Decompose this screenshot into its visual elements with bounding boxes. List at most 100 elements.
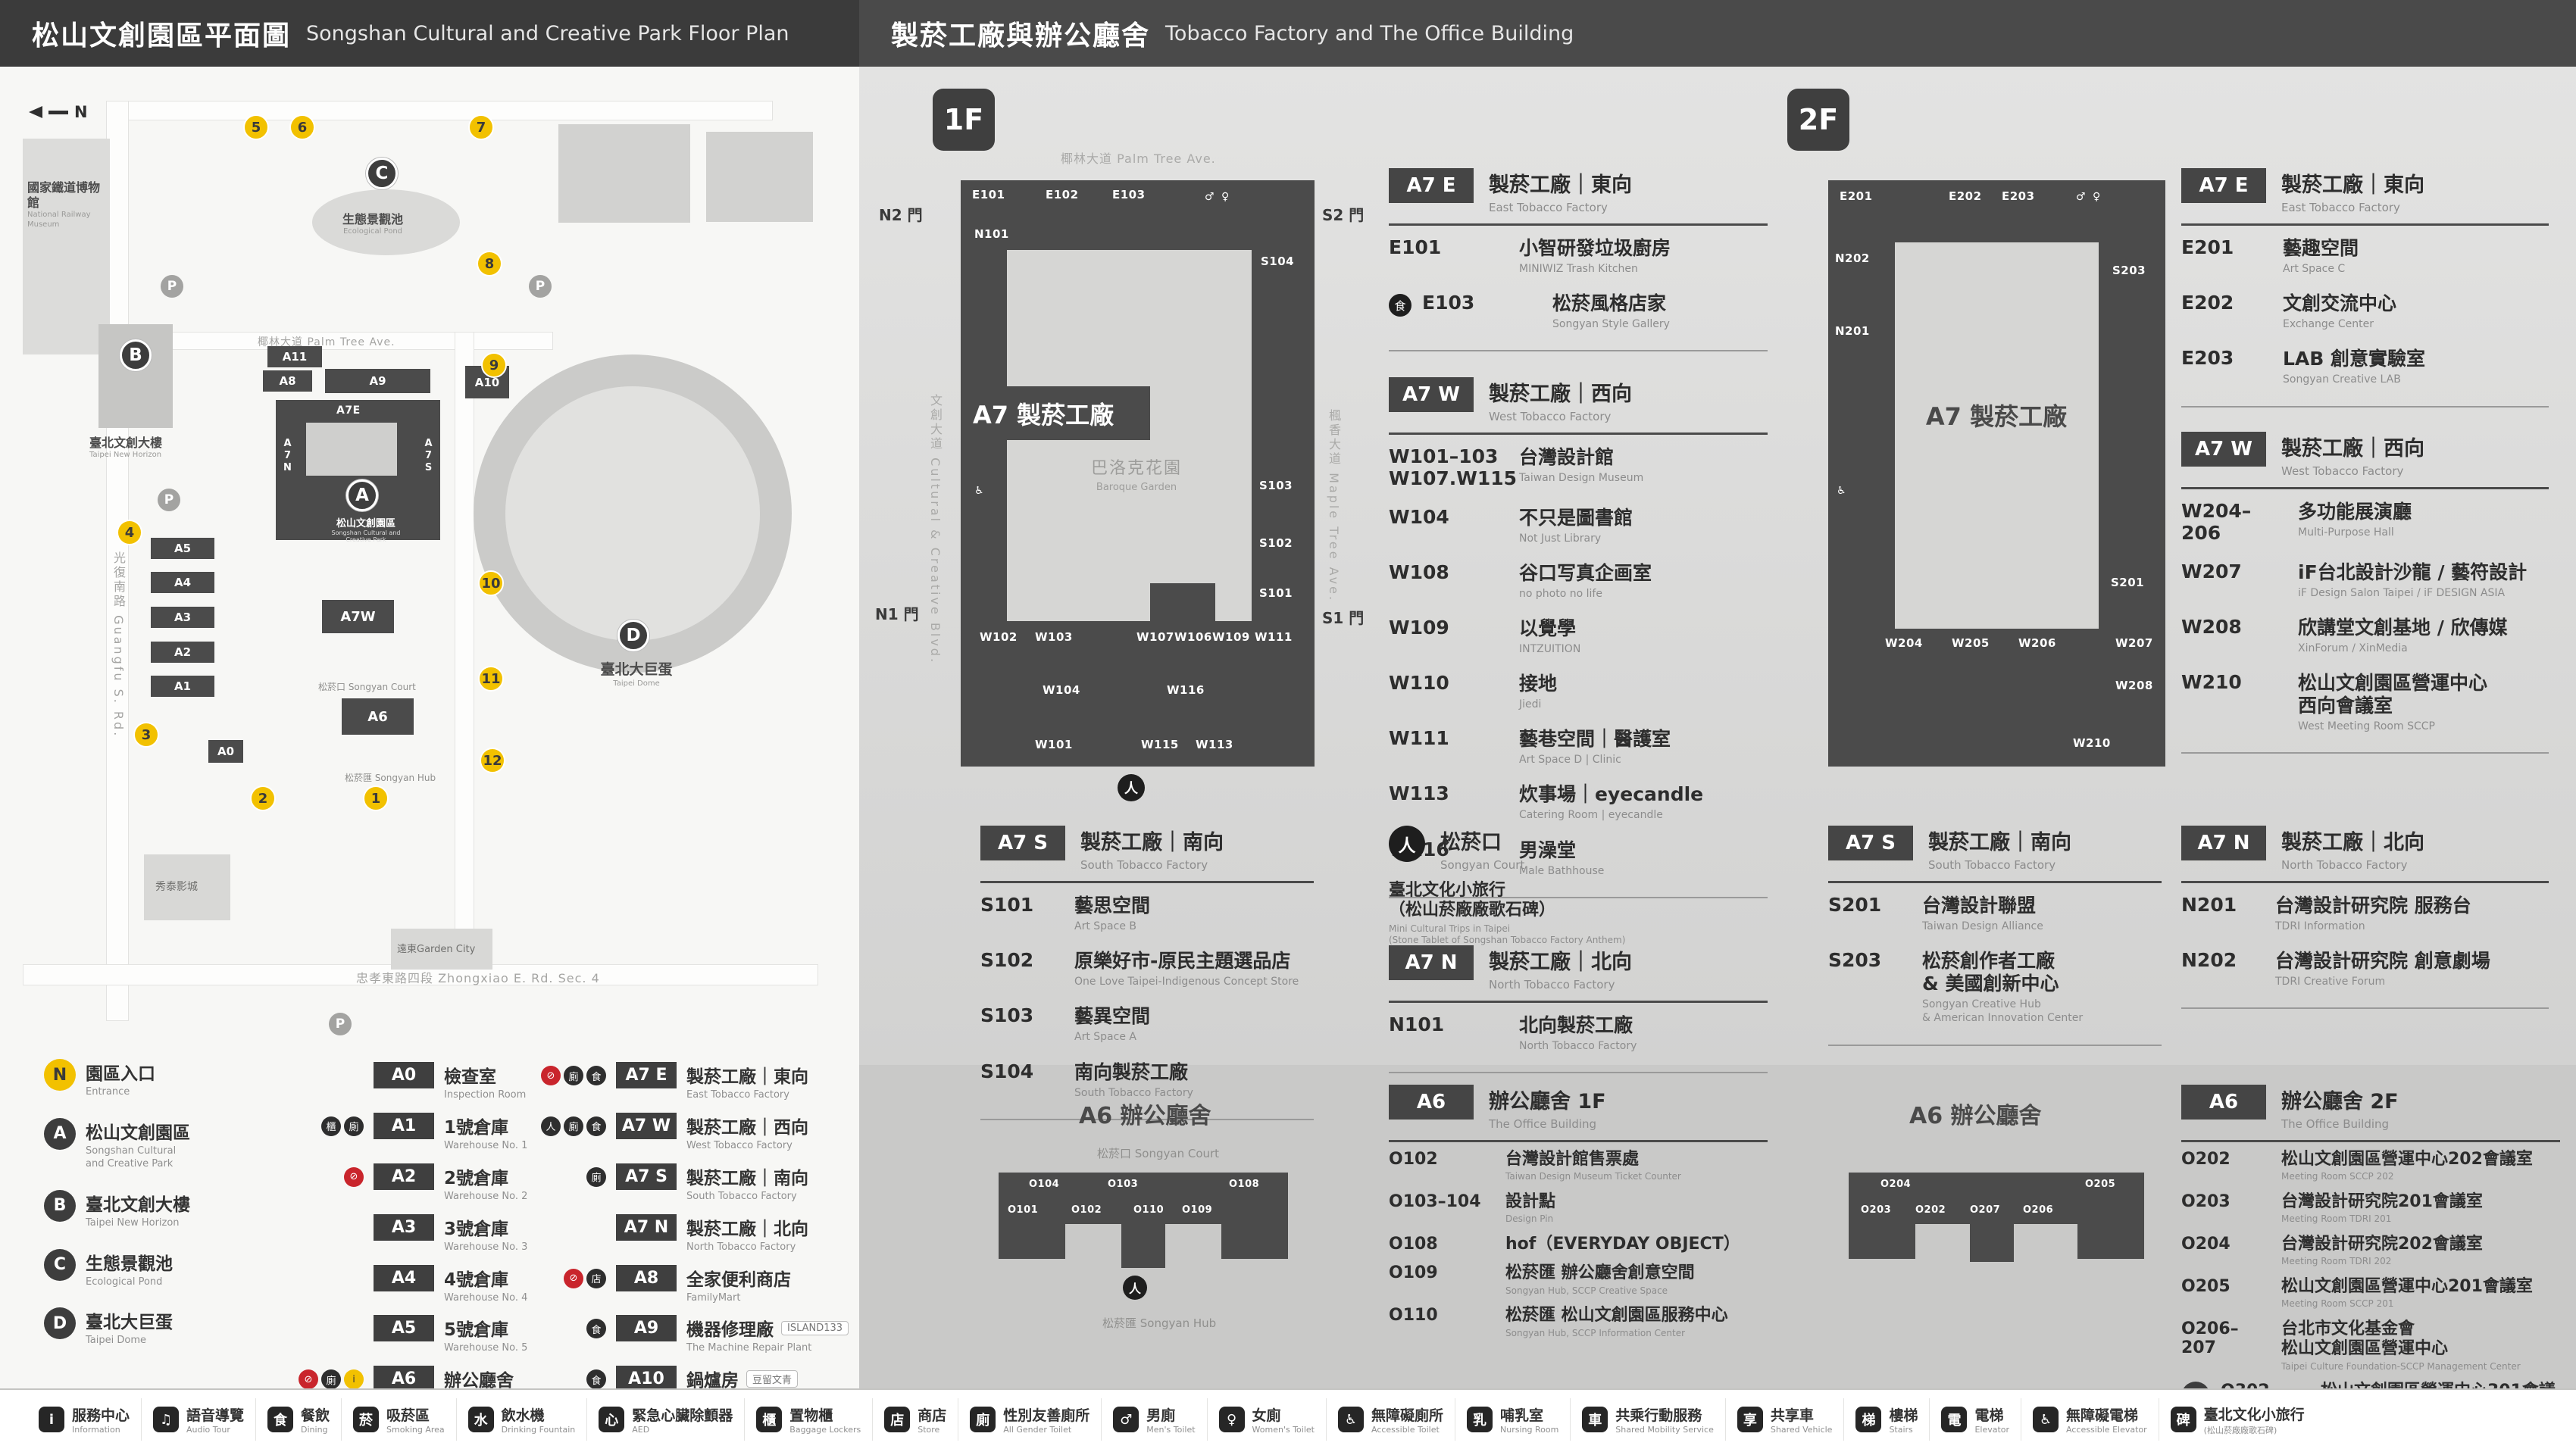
room-name-zh: 以覺學 [1519,617,1577,639]
plan-room-o205: O205 [2085,1179,2116,1190]
legend-icon-cluster: ⊘店 [530,1268,606,1288]
building-a4: A4 [151,572,214,593]
a6-1f-bar [999,1173,1288,1224]
room-code: W208 [2181,615,2242,638]
legend-icon-cluster: 櫃廁 [288,1116,364,1136]
legend-poi-column: N 園區入口 Entrance A 松山文創園區 Songshan Cultur… [44,1059,302,1348]
female-toilet-icon: ♀ [2093,191,2101,203]
amenity-zh: 餐飲 [301,1407,330,1424]
section-2f-west: A7 W 製菸工廠｜西向 West Tobacco Factory W204–2… [2181,432,2549,754]
amenity-en: Nursing Room [1500,1425,1559,1435]
restaurant-icon: 食 [586,1066,606,1085]
section-songyan-court: 人 松菸口 Songyan Court 臺北文化小旅行 （松山菸廠廠歌石碑） M… [1389,826,1768,962]
room-code: E203 [2181,347,2234,370]
room-name-en: Meeting Room TDRI 201 [2281,1213,2392,1225]
building-a2: A2 [151,642,214,663]
songyan-court-map-label: 松菸口 Songyan Court [318,682,416,692]
legend-note: ISLAND133 [781,1320,849,1335]
a6-1f-hub-label: 松菸匯 Songyan Hub [1102,1316,1217,1330]
street-zhongxiao-label: 忠孝東路四段 Zhongxiao E. Rd. Sec. 4 [356,971,600,985]
walking-person-icon: 人 [1389,826,1425,862]
amenity-zh: 商店 [918,1407,947,1424]
room-name-en: Taiwan Design Alliance [1922,920,2043,932]
section-title-zh: 製菸工廠｜南向 [1928,831,2071,854]
road-palm-ave [129,332,553,350]
room-name-zh: 多功能展演廳 [2298,501,2412,523]
amenity-en: Audio Tour [186,1425,230,1435]
room-name-en: Exchange Center [2283,318,2374,331]
plan-room-o207: O207 [1970,1204,2001,1216]
room-row: W104 不只是圖書館 Not Just Library [1389,498,1768,554]
room-row: S201 台灣設計聯盟 Taiwan Design Alliance [1828,886,2162,942]
plan-room-n201: N201 [1835,324,1870,338]
amenity-zh: 無障礙廁所 [1371,1407,1443,1424]
legend-building-row: ⊘店 A8 全家便利商店 FamilyMart [530,1264,849,1305]
room-name-zh: LAB 創意實驗室 [2283,348,2426,370]
room-code: O202 [2181,1150,2231,1169]
legend-zh: 3號倉庫 [444,1219,509,1239]
poi-d-marker: D [617,620,649,651]
legend-building-code: A6 [374,1366,434,1393]
legend-poi-row: D 臺北大巨蛋 Taipei Dome [44,1307,302,1348]
street-palm-label: 椰林大道 Palm Tree Ave. [258,336,395,348]
room-name-zh: 藝思空間 [1074,895,1151,917]
room-row: O206–207 台北市文化基金會 松山文創園區營運中心 Taipei Cult… [2181,1315,2560,1377]
amenity-item: 食 餐飲 Dining [255,1398,341,1441]
section-a6-1f: A6 辦公廳舍 1F The Office Building O102 台灣設計… [1389,1085,1768,1354]
legend-en: Warehouse No. 5 [444,1342,528,1354]
room-row: N201 台灣設計研究院 服務台 TDRI Information [2181,886,2549,942]
wc-icon: 廁 [564,1066,583,1085]
amenity-en: Elevator [1974,1425,2010,1435]
ecological-pond-shape [312,189,460,255]
plan2f-courtyard [1895,242,2099,629]
amenity-icon: 廁 [970,1407,996,1432]
room-code: O109 [1389,1263,1438,1283]
amenity-en: Men's Toilet [1146,1425,1196,1435]
street-guangfu-label: 光復南路 Guangfu S. Rd. [111,551,126,739]
room-code: N101 [1389,1013,1445,1035]
road-north [106,101,773,120]
accessible-icon: ♿ [974,485,984,497]
room-name-en: West Meeting Room SCCP [2298,720,2435,732]
plan-room-n202: N202 [1835,251,1870,265]
restaurant-icon: 食 [586,1116,606,1136]
entrance-gate-3: 3 [133,722,159,748]
plan-room-s104: S104 [1261,255,1295,268]
room-row: S203 松菸創作者工廠 & 美國創新中心 Songyan Creative H… [1828,942,2162,1033]
room-name-zh: 松菸風格店家 [1552,292,1667,315]
north-arrow-bar [48,110,68,114]
amenity-icon: 乳 [1467,1407,1493,1432]
gate-s2-label: S2 門 [1322,206,1365,224]
legend-building-code: A0 [374,1062,434,1088]
a6-1f-stub-left [999,1224,1065,1259]
sccp-map-label: 松山文創園區 Songshan Cultural and Creative Pa… [331,518,401,543]
gate-n2-label: N2 門 [879,206,923,224]
songyan-hub-map-label: 松菸匯 Songyan Hub [345,773,436,783]
poi-badge: A [44,1117,76,1150]
legend-en: Songshan Cultural and Creative Park [86,1145,177,1170]
building-a3: A3 [151,607,214,628]
a6-2f-bar [1849,1173,2144,1224]
entrance-badge: N [44,1059,76,1091]
amenity-en: AED [632,1425,650,1435]
room-name-zh: 台灣設計研究院 服務台 [2275,895,2471,917]
amenity-legend-strip: i 服務中心 Information ♫ 語音導覽 Audio Tour 食 餐… [0,1388,2576,1449]
room-code: E202 [2181,292,2234,314]
parking-marker: P [529,275,552,298]
room-name-en: iF Design Salon Taipei / iF DESIGN ASIA [2298,586,2506,599]
room-name-en: North Tobacco Factory [1519,1040,1637,1052]
room-name-zh: 男澡堂 [1519,838,1577,861]
plan-room-e102: E102 [1046,188,1079,201]
room-name-en: Meeting Room TDRI 202 [2281,1256,2392,1267]
amenity-item: 店 商店 Store [872,1398,958,1441]
a6-2f-stub-left [1849,1224,1915,1259]
room-name-en: Meeting Room SCCP 202 [2281,1171,2394,1182]
amenity-zh: 樓梯 [1889,1407,1918,1424]
amenity-en: Store [918,1425,940,1435]
room-code: S104 [980,1060,1034,1082]
plan-room-e202: E202 [1949,189,1982,203]
room-name-en: Jiedi [1519,698,1542,711]
room-row: S103 藝異空間 Art Space A [980,997,1314,1052]
legend-building-code: A7 N [616,1213,677,1241]
legend-en: FamilyMart [686,1291,741,1304]
